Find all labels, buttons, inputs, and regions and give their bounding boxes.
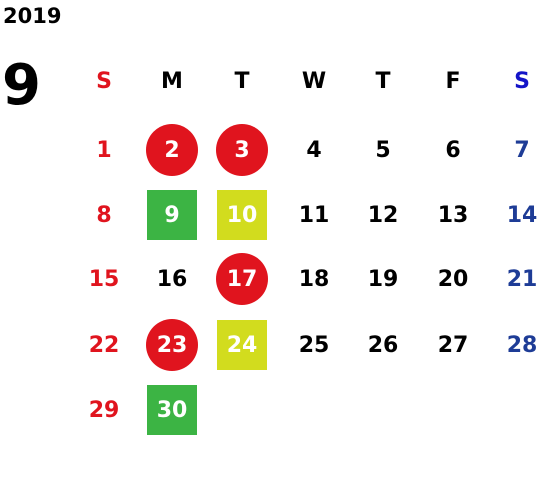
day-15[interactable]: 15 xyxy=(88,266,120,292)
weekday-header-thu: T xyxy=(375,68,391,94)
day-26[interactable]: 26 xyxy=(367,332,399,358)
day-2[interactable]: 2 xyxy=(146,124,198,176)
day-29[interactable]: 29 xyxy=(88,397,120,423)
day-5[interactable]: 5 xyxy=(375,137,391,163)
day-24[interactable]: 24 xyxy=(217,320,267,370)
weekday-header-mon: M xyxy=(161,68,183,94)
day-1[interactable]: 1 xyxy=(96,137,112,163)
day-10[interactable]: 10 xyxy=(217,190,267,240)
day-13[interactable]: 13 xyxy=(437,202,469,228)
weekday-header-fri: F xyxy=(445,68,461,94)
day-7[interactable]: 7 xyxy=(514,137,530,163)
day-4[interactable]: 4 xyxy=(306,137,322,163)
weekday-header-sun: S xyxy=(96,68,112,94)
day-30[interactable]: 30 xyxy=(147,385,197,435)
day-16[interactable]: 16 xyxy=(156,266,188,292)
day-14[interactable]: 14 xyxy=(506,202,538,228)
day-28[interactable]: 28 xyxy=(506,332,538,358)
day-18[interactable]: 18 xyxy=(298,266,330,292)
weekday-header-tue: T xyxy=(234,68,250,94)
day-11[interactable]: 11 xyxy=(298,202,330,228)
day-23[interactable]: 23 xyxy=(146,319,198,371)
day-25[interactable]: 25 xyxy=(298,332,330,358)
day-3[interactable]: 3 xyxy=(216,124,268,176)
day-17[interactable]: 17 xyxy=(216,253,268,305)
day-12[interactable]: 12 xyxy=(367,202,399,228)
day-8[interactable]: 8 xyxy=(96,202,112,228)
weekday-header-wed: W xyxy=(301,68,327,94)
day-6[interactable]: 6 xyxy=(445,137,461,163)
month-number: 9 xyxy=(2,53,41,118)
day-22[interactable]: 22 xyxy=(88,332,120,358)
day-19[interactable]: 19 xyxy=(367,266,399,292)
day-9[interactable]: 9 xyxy=(147,190,197,240)
day-21[interactable]: 21 xyxy=(506,266,538,292)
day-27[interactable]: 27 xyxy=(437,332,469,358)
year-label: 2019 xyxy=(3,4,62,28)
weekday-header-sat: S xyxy=(514,68,530,94)
day-20[interactable]: 20 xyxy=(437,266,469,292)
